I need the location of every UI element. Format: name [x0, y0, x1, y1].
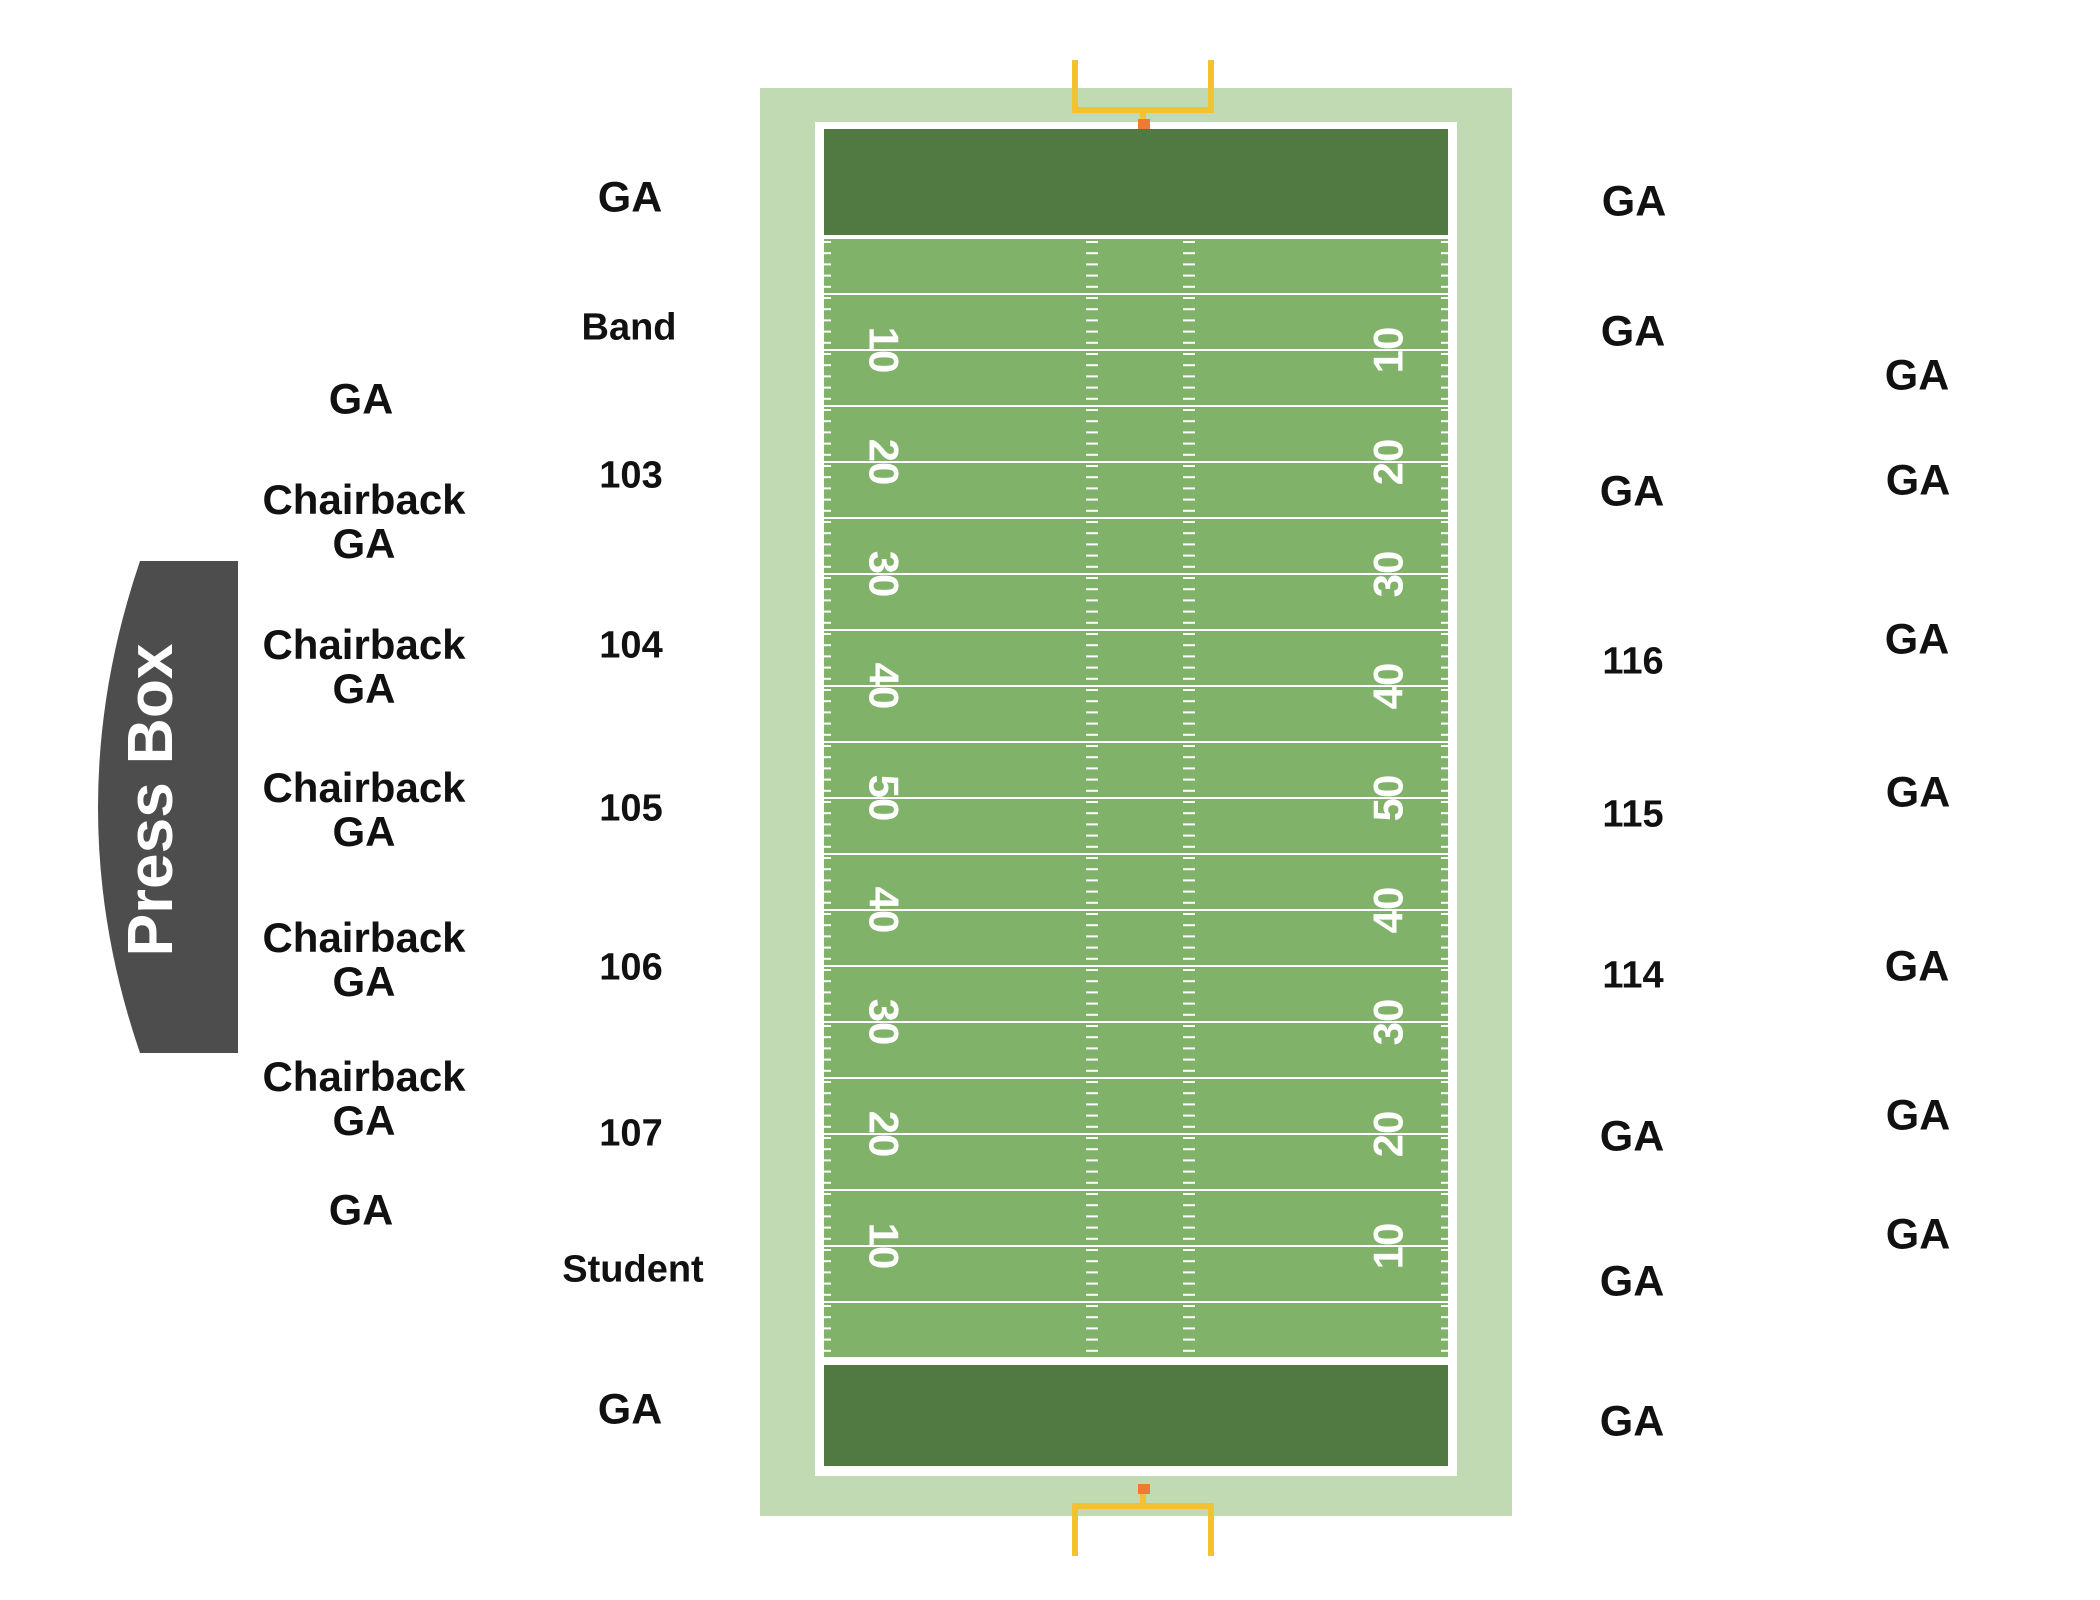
section-ga-east-1[interactable]: GA	[1601, 177, 1667, 226]
yard-number: 10	[1365, 327, 1412, 374]
section-ga-outer-east-1[interactable]: GA	[1884, 351, 1950, 400]
section-ga-outer-east-2[interactable]: GA	[1885, 456, 1951, 505]
section-ga-outer-east-7[interactable]: GA	[1885, 1210, 1951, 1259]
pylon-south	[1138, 1484, 1150, 1494]
goalpost-south	[1072, 1494, 1214, 1556]
section-ga-east-5[interactable]: GA	[1599, 1257, 1665, 1306]
section-ga-outer-east-5[interactable]: GA	[1884, 942, 1950, 991]
pylon-north	[1138, 119, 1150, 129]
section-chairback-ga-1[interactable]: Chairback GA	[262, 478, 465, 566]
section-105[interactable]: 105	[599, 787, 663, 830]
yard-number: 10	[861, 1223, 908, 1270]
chairback-label: Chairback	[262, 914, 466, 961]
section-114[interactable]: 114	[1602, 954, 1664, 997]
endzone-south	[824, 1365, 1448, 1466]
yard-numbers: 10 10 20 20 30 30 40 40 50 50 40 40 30 30 20 20 10 10	[861, 327, 1412, 1270]
yard-number: 40	[1365, 663, 1412, 710]
ga-label: GA	[332, 665, 396, 712]
yard-number: 20	[1365, 439, 1412, 486]
hash-marks	[824, 241, 1448, 1352]
yard-number: 10	[1365, 1223, 1412, 1270]
yard-number: 50	[861, 775, 908, 822]
ga-label: GA	[332, 1097, 396, 1144]
section-ga-outer-west-bottom[interactable]: GA	[328, 1186, 394, 1235]
section-115[interactable]: 115	[1602, 793, 1664, 836]
section-band[interactable]: Band	[581, 306, 677, 349]
yard-number: 30	[861, 999, 908, 1046]
section-107[interactable]: 107	[599, 1112, 663, 1155]
section-ga-outer-east-4[interactable]: GA	[1885, 768, 1951, 817]
yard-number: 20	[1365, 1111, 1412, 1158]
section-student[interactable]: Student	[562, 1248, 704, 1291]
chairback-label: Chairback	[262, 1053, 466, 1100]
yard-number: 40	[861, 663, 908, 710]
press-box[interactable]	[98, 561, 238, 1053]
yard-number: 40	[861, 887, 908, 934]
ga-label: GA	[332, 520, 396, 567]
yard-number: 40	[1365, 887, 1412, 934]
chairback-label: Chairback	[262, 764, 466, 811]
section-106[interactable]: 106	[599, 946, 663, 989]
yard-number: 30	[1365, 999, 1412, 1046]
yard-number: 20	[861, 1111, 908, 1158]
yard-number: 30	[1365, 551, 1412, 598]
section-chairback-ga-2[interactable]: Chairback GA	[262, 623, 465, 711]
section-ga-south-west[interactable]: GA	[597, 1385, 663, 1434]
chairback-label: Chairback	[262, 621, 466, 668]
yard-number: 50	[1365, 775, 1412, 822]
yard-number: 30	[861, 551, 908, 598]
section-103[interactable]: 103	[599, 454, 663, 497]
section-ga-east-2[interactable]: GA	[1600, 307, 1666, 356]
section-ga-north-west[interactable]: GA	[597, 173, 663, 222]
section-ga-east-4[interactable]: GA	[1599, 1112, 1665, 1161]
section-chairback-ga-4[interactable]: Chairback GA	[262, 916, 465, 1004]
press-box-label: Press Box	[114, 643, 186, 956]
section-chairback-ga-5[interactable]: Chairback GA	[262, 1055, 465, 1143]
section-104[interactable]: 104	[599, 624, 663, 667]
section-chairback-ga-3[interactable]: Chairback GA	[262, 766, 465, 854]
yard-number: 10	[861, 327, 908, 374]
section-ga-east-3[interactable]: GA	[1599, 467, 1665, 516]
yard-lines	[824, 237, 1448, 1359]
chairback-label: Chairback	[262, 476, 466, 523]
ga-label: GA	[332, 958, 396, 1005]
section-ga-outer-east-6[interactable]: GA	[1885, 1091, 1951, 1140]
section-ga-outer-east-3[interactable]: GA	[1884, 615, 1950, 664]
section-116[interactable]: 116	[1602, 640, 1664, 683]
yard-number: 20	[861, 439, 908, 486]
ga-label: GA	[332, 808, 396, 855]
section-ga-outer-west-top[interactable]: GA	[328, 375, 394, 424]
section-ga-east-6[interactable]: GA	[1599, 1397, 1665, 1446]
endzone-north	[824, 129, 1448, 235]
